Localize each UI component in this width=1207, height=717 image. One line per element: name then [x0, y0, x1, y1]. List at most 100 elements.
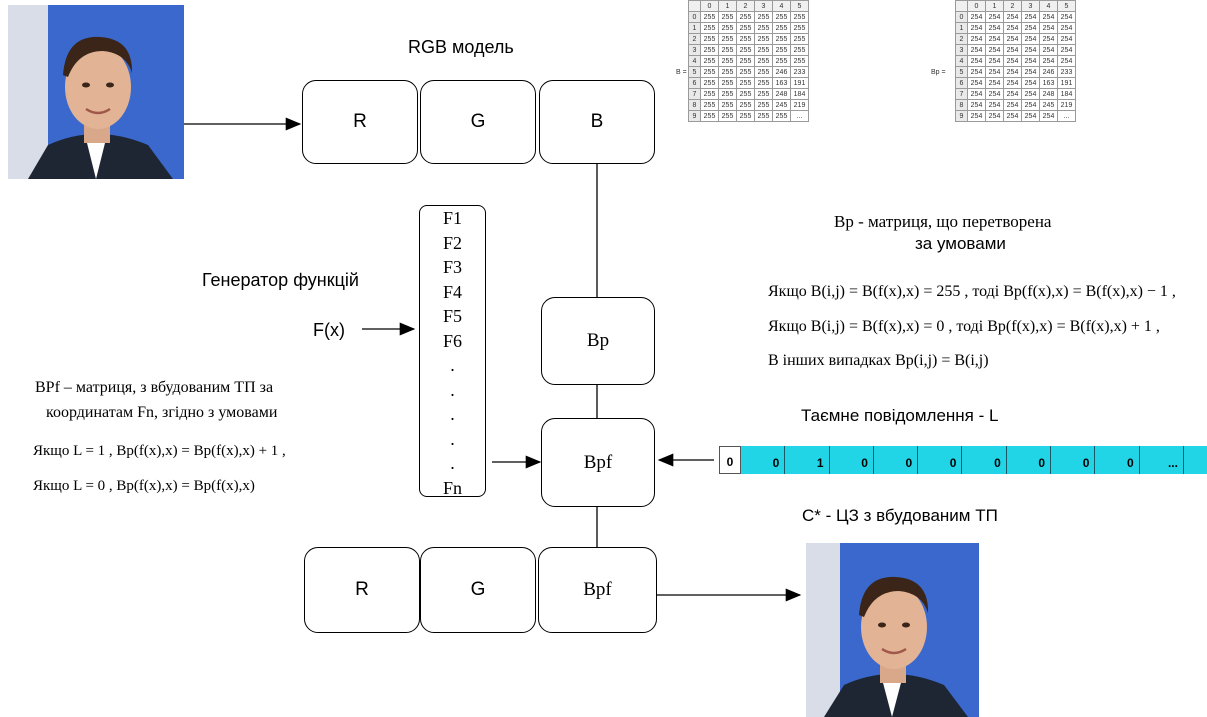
matrix-column-header: 2 [736, 0, 755, 12]
matrix-cell: 255 [790, 55, 809, 67]
matrix-cell: 233 [790, 66, 809, 78]
matrix-cell: 254 [967, 66, 986, 78]
matrix-cell: 4 [688, 55, 701, 67]
matrix-cell: 1 [688, 22, 701, 34]
generator-label: Генератор функцій [202, 270, 359, 290]
matrix-cell: 254 [1021, 55, 1040, 67]
matrix-cell: 9 [688, 110, 701, 122]
matrix-cell: 255 [754, 88, 773, 100]
channel-g-box: G [420, 80, 536, 164]
matrix-cell: 254 [1057, 44, 1076, 56]
function-item: . [450, 428, 455, 449]
matrix-cell: ... [790, 110, 809, 122]
matrix-cell: 254 [985, 22, 1004, 34]
bp-condition-2: Якщо B(i,j) = B(f(x),x) = 0 , тоді Bp(f(… [768, 318, 1160, 335]
message-bit-cell: 0 [962, 446, 1007, 474]
matrix-cell: 254 [1039, 55, 1058, 67]
matrix-cell: 255 [754, 55, 773, 67]
matrix-cell: 254 [967, 11, 986, 23]
matrix-cell: 2 [955, 33, 968, 45]
matrix-cell: 254 [1021, 33, 1040, 45]
matrix-cell: 254 [1003, 11, 1022, 23]
matrix-column-header: 0 [967, 0, 986, 12]
matrix-cell: 254 [1057, 33, 1076, 45]
matrix-cell: 0 [688, 11, 701, 23]
matrix-cell: 255 [754, 99, 773, 111]
matrix-cell: 255 [754, 22, 773, 34]
matrix-cell: 254 [1039, 44, 1058, 56]
matrix-cell: 248 [1039, 88, 1058, 100]
bp-condition-1: Якщо B(i,j) = B(f(x),x) = 255 , тоді Bp(… [768, 283, 1176, 300]
matrix-cell: 219 [1057, 99, 1076, 111]
fx-label: F(x) [313, 320, 345, 340]
matrix-cell: 255 [736, 88, 755, 100]
function-list: F1 F2 F3 F4 F5 F6 . . . . . Fn [419, 205, 486, 498]
person-portrait-icon [806, 543, 979, 717]
bp-description-line1: Bp - матриця, що перетворена [834, 212, 1052, 231]
matrix-cell: 9 [955, 110, 968, 122]
matrix-column-header: 5 [1057, 0, 1076, 12]
matrix-cell: 255 [790, 44, 809, 56]
message-bit-cell: ... [1140, 446, 1184, 474]
matrix-cell: 2 [688, 33, 701, 45]
matrix-cell: 255 [790, 33, 809, 45]
matrix-cell: 254 [1021, 11, 1040, 23]
matrix-cell: 254 [1039, 33, 1058, 45]
matrix-cell: 255 [736, 110, 755, 122]
matrix-cell: 248 [772, 88, 791, 100]
matrix-cell: 254 [1039, 22, 1058, 34]
matrix-cell: 255 [718, 11, 737, 23]
matrix-cell: 254 [985, 33, 1004, 45]
matrix-cell: 255 [754, 66, 773, 78]
matrix-cell: 254 [967, 33, 986, 45]
matrix-cell: 255 [736, 99, 755, 111]
output-image [806, 543, 979, 717]
bp-description-line2: за умовами [915, 234, 1006, 253]
matrix-cell: 255 [718, 33, 737, 45]
matrix-cell: 255 [700, 22, 719, 34]
matrix-cell: 254 [1021, 99, 1040, 111]
rgb-model-title: RGB модель [408, 37, 514, 57]
message-bit-cell: 0 [874, 446, 919, 474]
person-portrait-icon [8, 5, 184, 179]
matrix-cell: 254 [1039, 11, 1058, 23]
matrix-cell: 254 [985, 110, 1004, 122]
matrix-cell: 255 [772, 44, 791, 56]
matrix-cell: 255 [754, 110, 773, 122]
matrix-cell: 254 [1057, 22, 1076, 34]
function-item: F6 [442, 330, 462, 351]
matrix-column-header: 3 [1021, 0, 1040, 12]
function-item: F4 [442, 281, 462, 302]
matrix-column-header: 3 [754, 0, 773, 12]
matrix-cell: 255 [718, 99, 737, 111]
matrix-cell: 191 [1057, 77, 1076, 89]
matrix-cell: 246 [1039, 66, 1058, 78]
function-item: . [450, 355, 455, 375]
matrix-cell: 255 [718, 44, 737, 56]
matrix-cell: 254 [1021, 44, 1040, 56]
message-bit-cell: 0 [741, 446, 786, 474]
matrix-cell: 6 [688, 77, 701, 89]
matrix-b-label: B = [676, 69, 687, 76]
input-image [8, 5, 184, 179]
matrix-cell: 255 [790, 22, 809, 34]
matrix-cell: 254 [1003, 55, 1022, 67]
matrix-cell: 163 [1039, 77, 1058, 89]
matrix-cell: 254 [967, 99, 986, 111]
matrix-column-header: 4 [772, 0, 791, 12]
matrix-cell: 255 [772, 11, 791, 23]
matrix-cell: 254 [1003, 77, 1022, 89]
matrix-cell: 255 [790, 11, 809, 23]
matrix-cell: 254 [985, 99, 1004, 111]
channel-r-box: R [302, 80, 418, 164]
